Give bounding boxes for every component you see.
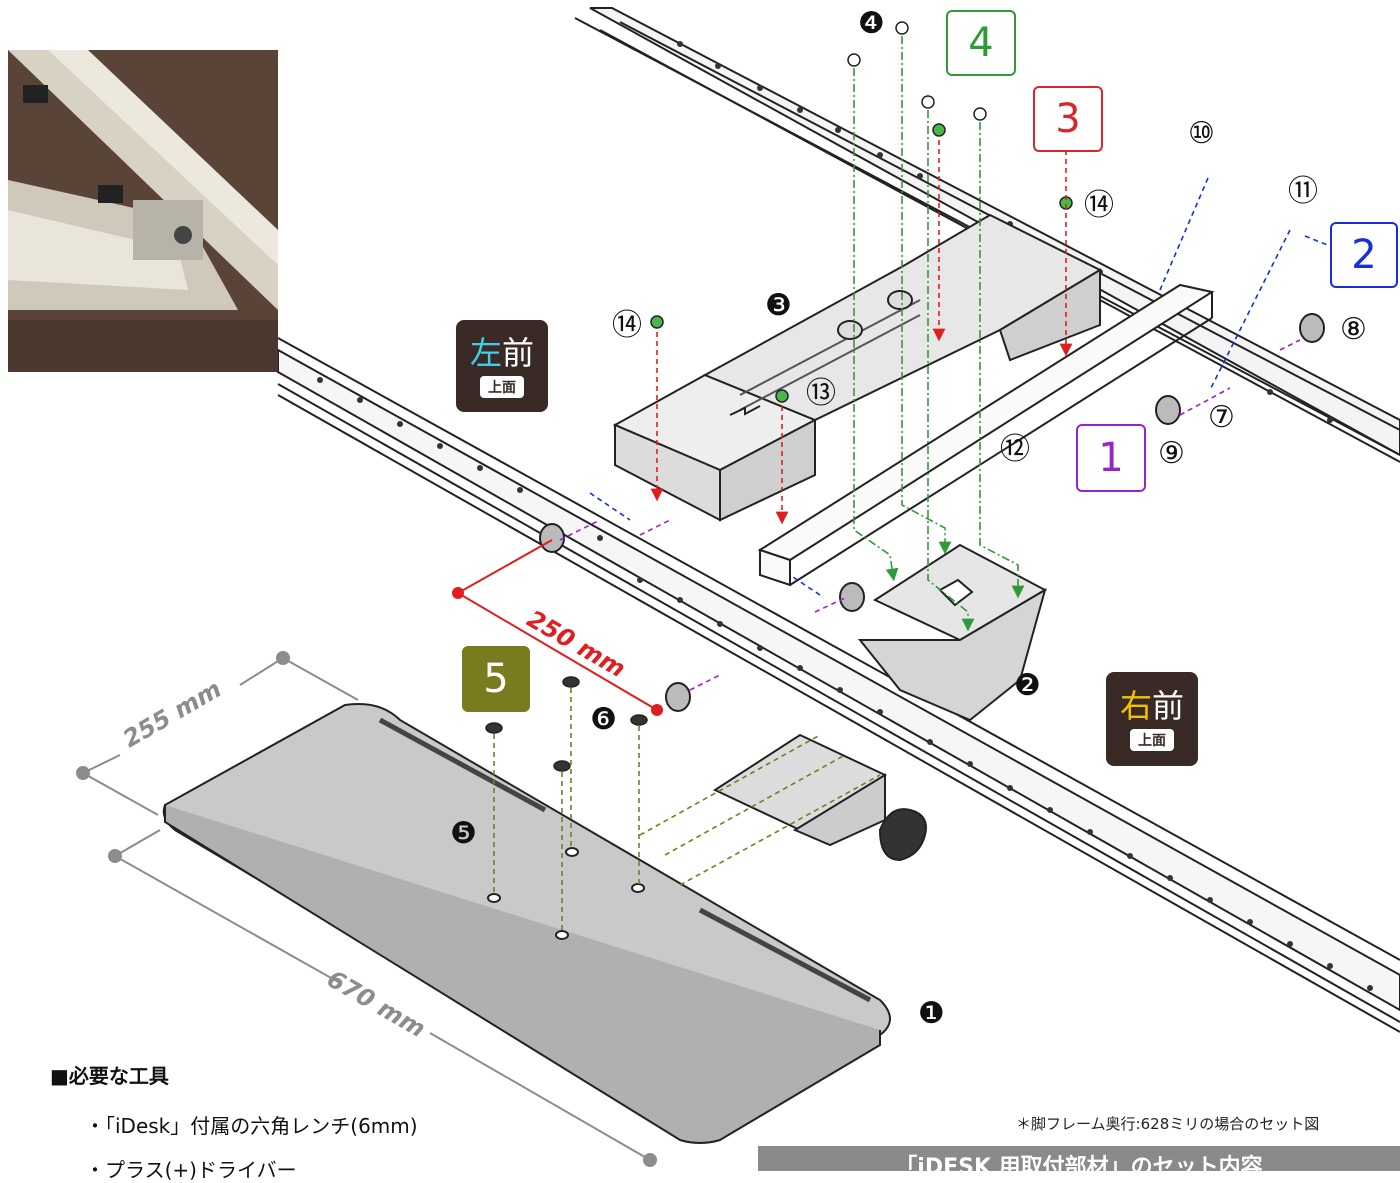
keyboard-tray — [162, 703, 891, 1144]
part-7-label: ⑦ — [1208, 400, 1235, 435]
part-8-label: ⑧ — [1340, 312, 1367, 347]
step-1-number: 1 — [1098, 435, 1124, 481]
cross-bar — [757, 283, 1215, 587]
left-front-sub: 上面 — [480, 376, 524, 398]
part-14-label-left: ⑭ — [612, 308, 642, 343]
left-front-rest: 前 — [502, 334, 535, 372]
photo-rendering — [8, 50, 278, 372]
right-front-title: 右前 — [1120, 687, 1184, 725]
installation-photo — [8, 50, 278, 372]
step-2-box: 2 — [1330, 222, 1398, 288]
right-front-accent: 右 — [1119, 687, 1152, 725]
front-rail-holes — [317, 377, 1373, 991]
step-2-number: 2 — [1351, 232, 1377, 278]
wheel-knobs — [539, 313, 1325, 712]
olive-guide-lines — [493, 688, 881, 932]
part-13-label: ⑬ — [806, 376, 836, 411]
tools-heading: ■必要な工具 — [50, 1064, 169, 1088]
step-1-box: 1 — [1076, 424, 1146, 492]
screws — [485, 21, 1073, 772]
part-1-label: ❶ — [918, 996, 945, 1031]
green-guide-lines — [853, 36, 1025, 632]
step-3-number: 3 — [1055, 96, 1081, 142]
part-4-label: ❹ — [858, 6, 885, 41]
part-10-label: ⑩ — [1188, 116, 1215, 151]
frame-depth-note: ＊脚フレーム奥行:628ミリの場合のセット図 — [1016, 1115, 1320, 1133]
step-4-number: 4 — [968, 20, 994, 66]
step-5-number: 5 — [483, 656, 509, 702]
tool-item-hex-wrench: ・「iDesk」付属の六角レンチ(6mm) — [85, 1114, 418, 1138]
step-5-box: 5 — [462, 646, 530, 712]
contents-banner: 「iDESK 用取付部材」のセット内容 — [758, 1146, 1400, 1171]
spacing-dimension — [452, 539, 663, 716]
part-12-label: ⑫ — [1000, 432, 1030, 467]
part-2-label: ❷ — [1014, 668, 1041, 703]
purple-guide-lines — [559, 339, 1301, 691]
blue-guide-lines — [589, 177, 1331, 596]
part-6-label: ❻ — [590, 702, 617, 737]
left-front-label: 左前 上面 — [456, 320, 548, 412]
step-4-box: 4 — [946, 10, 1016, 76]
right-front-rest: 前 — [1152, 687, 1185, 725]
slide-rail-housing — [612, 213, 1103, 522]
tray-dimensions — [76, 651, 657, 1167]
part-14-label-top: ⑭ — [1084, 188, 1114, 223]
front-frame-rail — [277, 337, 1400, 1033]
red-guide-lines — [650, 140, 1073, 525]
right-front-sub: 上面 — [1130, 729, 1174, 751]
right-front-label: 右前 上面 — [1106, 672, 1198, 766]
part-11-label: ⑪ — [1288, 174, 1318, 209]
part-3-label: ❸ — [765, 288, 792, 323]
step-3-box: 3 — [1033, 86, 1103, 152]
left-front-accent: 左 — [469, 334, 502, 372]
part-9-label: ⑨ — [1158, 436, 1185, 471]
part-5-label: ❺ — [450, 816, 477, 851]
swivel-mount — [712, 543, 1048, 862]
left-front-title: 左前 — [470, 334, 534, 372]
tool-item-screwdriver: ・プラス(+)ドライバー — [85, 1158, 297, 1182]
